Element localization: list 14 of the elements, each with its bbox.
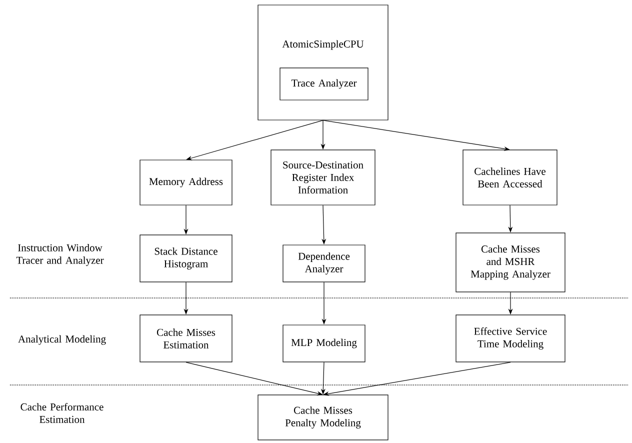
section-label: Cache Performance Estimation [20,403,104,423]
process-box: Trace Analyzer [280,68,368,100]
section-label: Analytical Modeling [18,335,106,345]
process-box: Cachelines Have Been Accessed [462,150,558,206]
process-box: Stack Distance Histogram [140,234,232,282]
process-box: Cache Misses Penalty Modeling [258,394,388,440]
process-box: Cache Misses Estimation [140,314,232,362]
process-box: Memory Address [140,160,232,206]
process-box: Effective Service Time Modeling [456,314,566,362]
process-box: Dependence Analyzer [282,244,366,282]
process-box: MLP Modeling [282,324,366,362]
process-box: Cache Misses and MSHR Mapping Analyzer [456,232,566,292]
section-label: Instruction Window Tracer and Analyzer [16,244,104,266]
process-box: Source-Destination Register Index Information [270,150,376,206]
